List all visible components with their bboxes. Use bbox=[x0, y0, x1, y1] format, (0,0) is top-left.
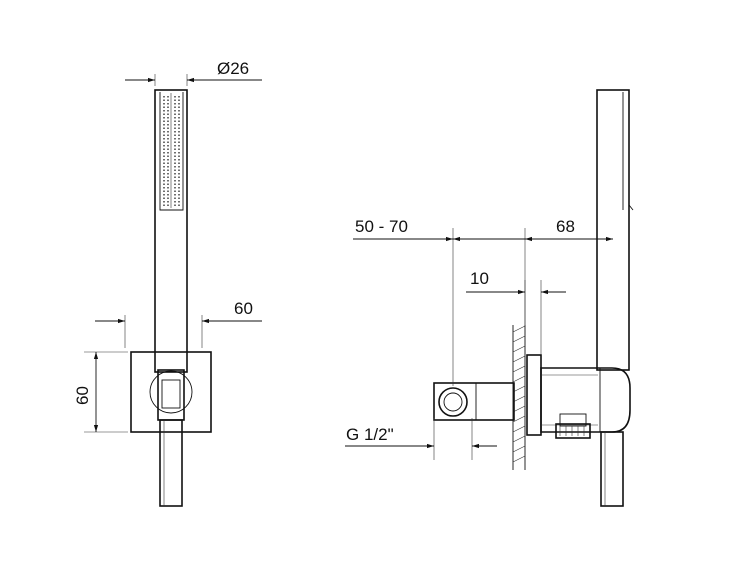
side-hose bbox=[600, 431, 624, 507]
side-hand-shower bbox=[596, 89, 630, 371]
dim-handle-offset-label: 68 bbox=[556, 217, 575, 236]
dim-diameter-label: Ø26 bbox=[217, 59, 249, 78]
hose bbox=[159, 419, 183, 507]
dim-wall-thickness-label: 10 bbox=[470, 269, 489, 288]
side-view: 50 - 70 68 10 G 1/2" bbox=[345, 89, 634, 507]
holder-ring bbox=[149, 370, 193, 414]
dim-projection-label: 50 - 70 bbox=[355, 217, 408, 236]
spray-nozzles bbox=[163, 96, 180, 206]
thread-circle-inner bbox=[443, 392, 463, 412]
wall-section bbox=[512, 325, 526, 470]
hose-connector bbox=[559, 413, 587, 427]
spray-face-outline bbox=[159, 92, 184, 211]
side-wall-plate bbox=[526, 354, 542, 436]
wall-plate bbox=[130, 351, 212, 433]
dim-plate-height-label: 60 bbox=[73, 386, 92, 405]
hand-shower-body bbox=[154, 89, 188, 373]
dim-thread-label: G 1/2" bbox=[346, 425, 394, 444]
wall-connector bbox=[433, 382, 515, 421]
thread-circle-outer bbox=[438, 387, 468, 417]
front-view: Ø26 60 60 bbox=[73, 59, 262, 507]
side-holder-arm bbox=[540, 367, 631, 433]
dim-plate-width-label: 60 bbox=[234, 299, 253, 318]
